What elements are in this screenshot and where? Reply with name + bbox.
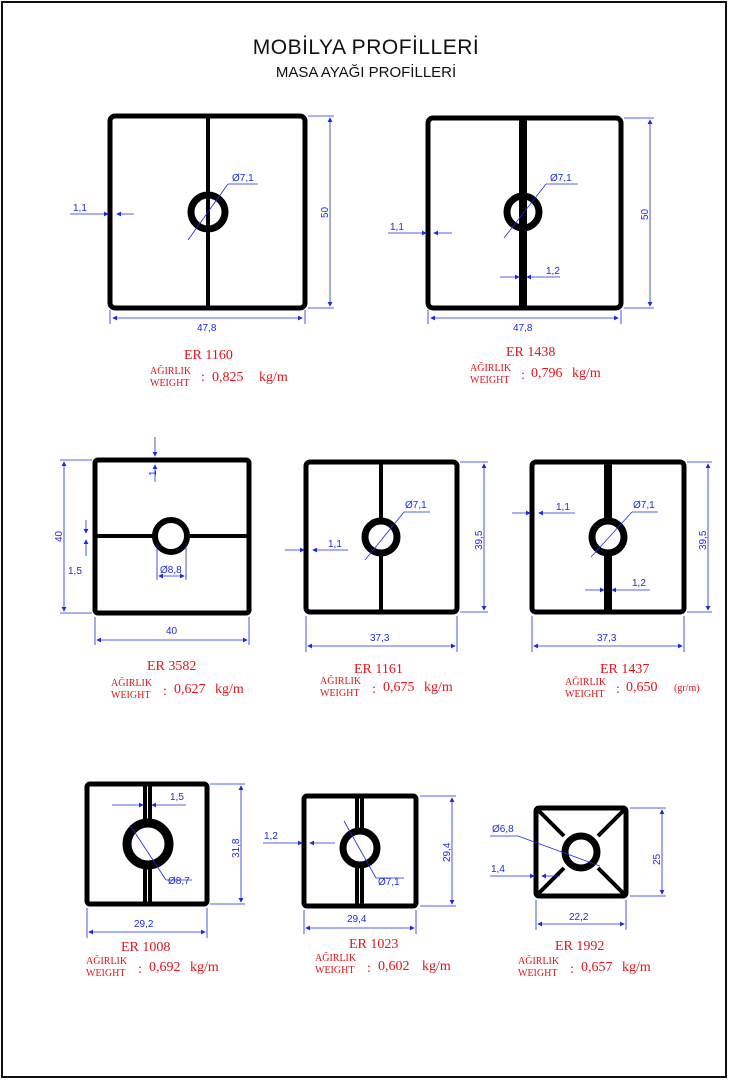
er1992-hole-dim: Ø6,8 [492, 824, 514, 835]
er1438-hole-dim: Ø7,1 [550, 173, 572, 184]
er1023-unit: kg/m [422, 959, 451, 974]
er3582-hole-dim: Ø8,8 [160, 565, 182, 576]
er1161-weight-label-tr: AĞIRLIK [320, 676, 362, 687]
er1161-width-dim: 37,3 [370, 633, 390, 644]
er1437-unit: (gr/m) [674, 683, 700, 694]
er1160-height-dim: 50 [320, 206, 331, 218]
er1438-weight-label-tr: AĞIRLIK [470, 363, 512, 374]
profile-er-3582: 1 40 1,5 40 Ø8,8 [54, 437, 252, 645]
er1437-weight-label-tr: AĞIRLIK [565, 677, 607, 688]
er1023-height-dim: 29,4 [442, 842, 453, 862]
er1008-height-dim: 31,8 [231, 838, 242, 858]
er1161-weight-label-en: WEIGHT [320, 688, 360, 699]
er1438-wall-dim: 1,1 [390, 222, 404, 233]
er1023-weight-label-en: WEIGHT [315, 965, 355, 976]
er3582-weight: 0,627 [174, 682, 206, 697]
er3582-width-dim: 40 [166, 626, 178, 637]
er1437-width-dim: 37,3 [597, 633, 617, 644]
er1992-width-dim: 22,2 [569, 912, 589, 923]
er3582-height-dim: 40 [54, 530, 65, 542]
er1438-web-dim: 1,2 [546, 266, 560, 277]
er1438-width-dim: 47,8 [513, 323, 533, 334]
er1992-colon: : [570, 962, 574, 977]
er1160-weight-label-tr: AĞIRLIK [150, 366, 192, 377]
er1008-web-dim: 1,5 [170, 792, 184, 803]
er1161-hole-dim: Ø7,1 [405, 500, 427, 511]
er1161-colon: : [372, 682, 376, 697]
er1008-code: ER 1008 [121, 940, 171, 955]
er1437-wall-dim: 1,1 [556, 502, 570, 513]
er1992-height-dim: 25 [652, 853, 663, 865]
profile-er-1023: 29,4 29,4 1,2 Ø7,1 [263, 793, 456, 934]
er1992-weight-label-tr: AĞIRLIK [518, 956, 560, 967]
er1161-unit: kg/m [424, 680, 453, 695]
er1992-code: ER 1992 [555, 939, 605, 954]
er1437-weight: 0,650 [626, 680, 658, 695]
er1438-weight-label-en: WEIGHT [470, 375, 510, 386]
er3582-top-dim: 1 [148, 470, 159, 476]
er3582-weight-label-en: WEIGHT [111, 690, 151, 701]
er1008-weight-label-en: WEIGHT [86, 968, 126, 979]
er1008-weight: 0,692 [149, 960, 181, 975]
er1160-weight: 0,825 [212, 370, 244, 385]
er1160-wall-dim: 1,1 [73, 203, 87, 214]
er1437-weight-label-en: WEIGHT [565, 689, 605, 700]
er1438-unit: kg/m [572, 366, 601, 381]
er1160-code: ER 1160 [184, 348, 233, 363]
er3582-web-dim: 1,5 [68, 566, 82, 577]
er1023-wall-dim: 1,2 [264, 831, 278, 842]
profile-er-1438: 47,8 50 1,1 1,2 Ø7,1 [388, 115, 654, 334]
er1437-code: ER 1437 [600, 662, 650, 677]
er1160-hole-dim: Ø7,1 [232, 173, 254, 184]
er1023-code: ER 1023 [349, 937, 399, 952]
er1008-weight-label-tr: AĞIRLIK [86, 956, 128, 967]
er3582-unit: kg/m [215, 682, 244, 697]
er1023-width-dim: 29,4 [347, 914, 367, 925]
er1023-hole-dim: Ø7,1 [378, 877, 400, 888]
er1008-unit: kg/m [190, 960, 219, 975]
page-title: MOBİLYA PROFİLLERİ [252, 36, 480, 59]
er3582-weight-label-tr: AĞIRLIK [111, 678, 153, 689]
profile-er-1992: 25 22,2 1,4 Ø6,8 [490, 805, 666, 930]
er1008-width-dim: 29,2 [134, 919, 154, 930]
er1437-colon: : [616, 682, 620, 697]
er1160-weight-label-en: WEIGHT [150, 378, 190, 389]
er1992-unit: kg/m [622, 960, 651, 975]
er1437-height-dim: 39,5 [698, 530, 709, 550]
er1992-weight: 0,657 [581, 960, 613, 975]
profile-er-1160: 47,8 50 1,1 Ø7,1 [70, 113, 334, 334]
er1438-height-dim: 50 [640, 208, 651, 220]
profile-er-1437: 39,5 37,3 1,1 1,2 Ø7,1 [512, 459, 712, 652]
er1438-code: ER 1438 [506, 345, 556, 360]
er3582-colon: : [163, 684, 167, 699]
er1161-wall-dim: 1,1 [328, 539, 342, 550]
er1438-colon: : [521, 368, 525, 383]
er1161-height-dim: 39,5 [474, 530, 485, 550]
er1161-code: ER 1161 [354, 662, 403, 677]
er1023-colon: : [367, 961, 371, 976]
er1160-unit: kg/m [259, 370, 288, 385]
er1992-wall-dim: 1,4 [491, 864, 505, 875]
profile-er-1161: 39,5 37,3 1,1 Ø7,1 [285, 459, 488, 652]
er3582-code: ER 3582 [147, 659, 197, 674]
page-subtitle: MASA AYAĞI PROFİLLERİ [275, 64, 457, 81]
er1008-hole-dim: Ø8,7 [168, 876, 190, 887]
er1160-width-dim: 47,8 [197, 323, 217, 334]
er1437-hole-dim: Ø7,1 [633, 500, 655, 511]
er1437-web-dim: 1,2 [632, 578, 646, 589]
profile-er-1008: 1,5 31,8 29,2 Ø8,7 [84, 781, 245, 938]
er1008-colon: : [138, 962, 142, 977]
er1023-weight-label-tr: AĞIRLIK [315, 953, 357, 964]
er1438-weight: 0,796 [531, 366, 563, 381]
er1160-colon: : [201, 370, 205, 385]
er1161-weight: 0,675 [383, 680, 415, 695]
er1992-weight-label-en: WEIGHT [518, 968, 558, 979]
er1023-weight: 0,602 [378, 959, 410, 974]
